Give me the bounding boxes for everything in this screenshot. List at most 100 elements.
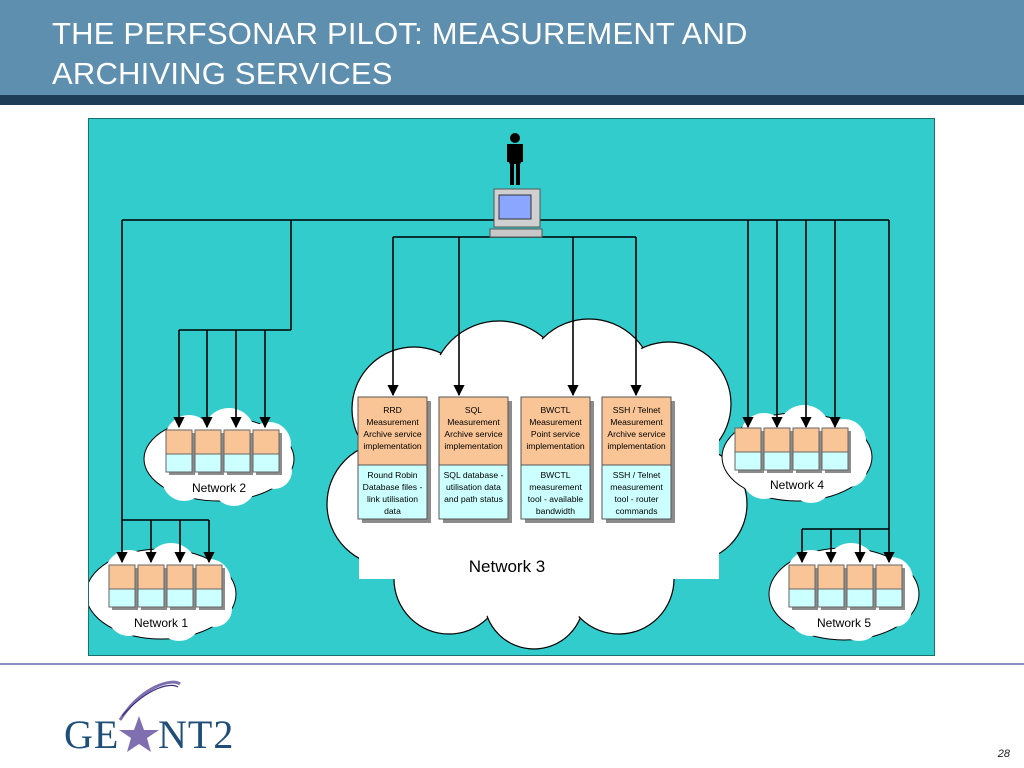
title-banner <box>0 0 1024 95</box>
network-5-servers <box>788 564 905 610</box>
server-unit-top <box>734 427 762 453</box>
geant2-logo: GE NT2 <box>62 678 252 763</box>
server-unit-top <box>821 427 849 453</box>
service-tool-label: commands <box>615 506 657 516</box>
server-unit-bottom <box>734 451 762 471</box>
service-label: Archive service <box>363 429 421 439</box>
star-icon <box>119 716 159 752</box>
server-unit-top <box>792 427 820 453</box>
server-unit-bottom <box>137 588 165 608</box>
server-unit-bottom <box>195 588 223 608</box>
network-4-servers <box>734 427 851 473</box>
service-box-bottom <box>438 464 509 520</box>
service-box-top <box>520 396 591 466</box>
server-unit-bottom <box>817 588 845 608</box>
server-unit-top <box>817 564 845 590</box>
service-label: implementation <box>607 441 665 451</box>
title-underline-bar <box>0 95 1024 105</box>
network-4-label: Network 4 <box>770 478 824 492</box>
server-unit-bottom <box>166 588 194 608</box>
footer-divider <box>0 663 1024 665</box>
server-unit-bottom <box>792 451 820 471</box>
service-tool-label: utilisation data <box>446 482 501 492</box>
network-1-label: Network 1 <box>134 616 188 630</box>
logo-text-right: NT2 <box>158 712 234 757</box>
network-5-label: Network 5 <box>817 616 871 630</box>
service-label: SSH / Telnet <box>613 405 661 415</box>
server-unit-bottom <box>165 453 193 473</box>
service-tool-label: tool - available <box>528 494 584 504</box>
server-unit-top <box>165 429 193 455</box>
server-unit-bottom <box>875 588 903 608</box>
server-unit-bottom <box>788 588 816 608</box>
service-label: implementation <box>363 441 421 451</box>
server-unit-bottom <box>108 588 136 608</box>
connection-lines <box>116 219 895 564</box>
network-3-label: Network 3 <box>469 557 546 576</box>
server-unit-bottom <box>252 453 280 473</box>
logo-text-left: GE <box>64 712 119 757</box>
service-box-bottom <box>601 464 672 520</box>
architecture-diagram: Network 3 Network 2 Network 1 Network 4 <box>88 118 935 656</box>
service-tool-label: Database files - <box>363 482 423 492</box>
slide-title-line-2: ARCHIVING SERVICES <box>52 56 393 91</box>
network-2-label: Network 2 <box>192 481 246 495</box>
server-unit-top <box>194 429 222 455</box>
server-unit-top <box>875 564 903 590</box>
service-tool-label: data <box>384 506 401 516</box>
service-tool-label: measurement <box>610 482 663 492</box>
service-label: Archive service <box>607 429 665 439</box>
service-box-top <box>438 396 509 466</box>
server-unit-bottom <box>763 451 791 471</box>
server-unit-bottom <box>223 453 251 473</box>
service-label: implementation <box>444 441 502 451</box>
service-label: Measurement <box>610 417 663 427</box>
service-label: Measurement <box>366 417 419 427</box>
service-tool-label: and path status <box>444 494 503 504</box>
service-label: Measurement <box>447 417 500 427</box>
network-2-servers <box>165 429 282 475</box>
server-unit-top <box>108 564 136 590</box>
service-tool-label: link utilisation <box>367 494 418 504</box>
slide-title-line-1: THE PERFSONAR PILOT: MEASUREMENT AND <box>52 16 748 51</box>
user-icon <box>507 133 523 185</box>
service-box-top <box>357 396 428 466</box>
network-1-servers <box>108 564 225 610</box>
server-unit-top <box>252 429 280 455</box>
network-server-stacks <box>108 427 905 610</box>
service-label: BWCTL <box>540 405 570 415</box>
server-unit-top <box>166 564 194 590</box>
server-unit-bottom <box>194 453 222 473</box>
service-tool-label: tool - router <box>615 494 659 504</box>
server-unit-top <box>846 564 874 590</box>
service-label: Point service <box>531 429 580 439</box>
service-label: Archive service <box>444 429 502 439</box>
server-unit-top <box>137 564 165 590</box>
page-number: 28 <box>997 748 1010 760</box>
service-tool-label: BWCTL <box>540 470 570 480</box>
service-label: SQL <box>465 405 482 415</box>
server-unit-bottom <box>821 451 849 471</box>
service-tool-label: Round Robin <box>367 470 417 480</box>
server-unit-bottom <box>846 588 874 608</box>
service-label: implementation <box>526 441 584 451</box>
service-box-bottom <box>520 464 591 520</box>
service-tool-label: measurement <box>529 482 582 492</box>
slide-title: THE PERFSONAR PILOT: MEASUREMENT AND ARC… <box>52 14 952 94</box>
service-tool-label: SSH / Telnet <box>613 470 661 480</box>
service-box-bottom <box>357 464 428 520</box>
service-tool-label: bandwidth <box>536 506 575 516</box>
server-unit-top <box>763 427 791 453</box>
server-unit-top <box>223 429 251 455</box>
server-unit-top <box>788 564 816 590</box>
service-label: Measurement <box>529 417 582 427</box>
service-label: RRD <box>383 405 402 415</box>
service-tool-label: SQL database - <box>444 470 504 480</box>
computer-icon <box>489 188 543 238</box>
server-unit-top <box>195 564 223 590</box>
